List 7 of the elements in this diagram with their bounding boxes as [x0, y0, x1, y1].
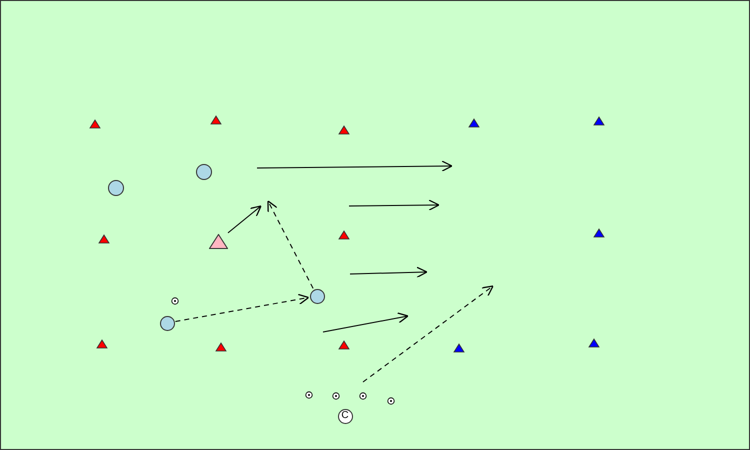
player-circle	[310, 288, 324, 304]
arrow	[267, 200, 314, 289]
arrow	[228, 205, 262, 234]
coach-marker: C	[338, 408, 352, 424]
arrow	[174, 294, 310, 322]
triangle-marker	[208, 234, 228, 248]
player-circle	[160, 316, 174, 330]
